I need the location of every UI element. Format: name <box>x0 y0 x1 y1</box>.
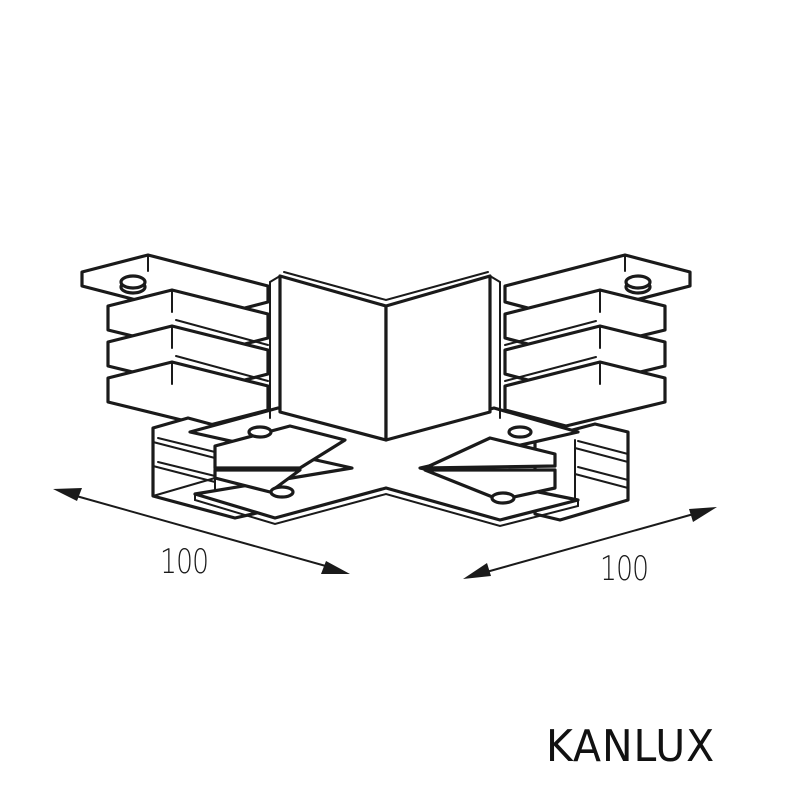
center-block <box>269 271 501 442</box>
brand-logo: KANLUX <box>546 721 716 772</box>
right-arm <box>503 253 692 428</box>
arrow-head-icon <box>321 561 350 574</box>
dimension-left-value: 100 <box>160 542 209 582</box>
left-arm <box>80 253 270 428</box>
dimension-right-value: 100 <box>600 549 649 589</box>
arrow-head-icon <box>53 488 82 501</box>
dimension-right <box>463 507 717 579</box>
arrow-head-icon <box>689 507 717 522</box>
arrow-head-icon <box>463 563 491 579</box>
dimension-left <box>53 488 350 574</box>
